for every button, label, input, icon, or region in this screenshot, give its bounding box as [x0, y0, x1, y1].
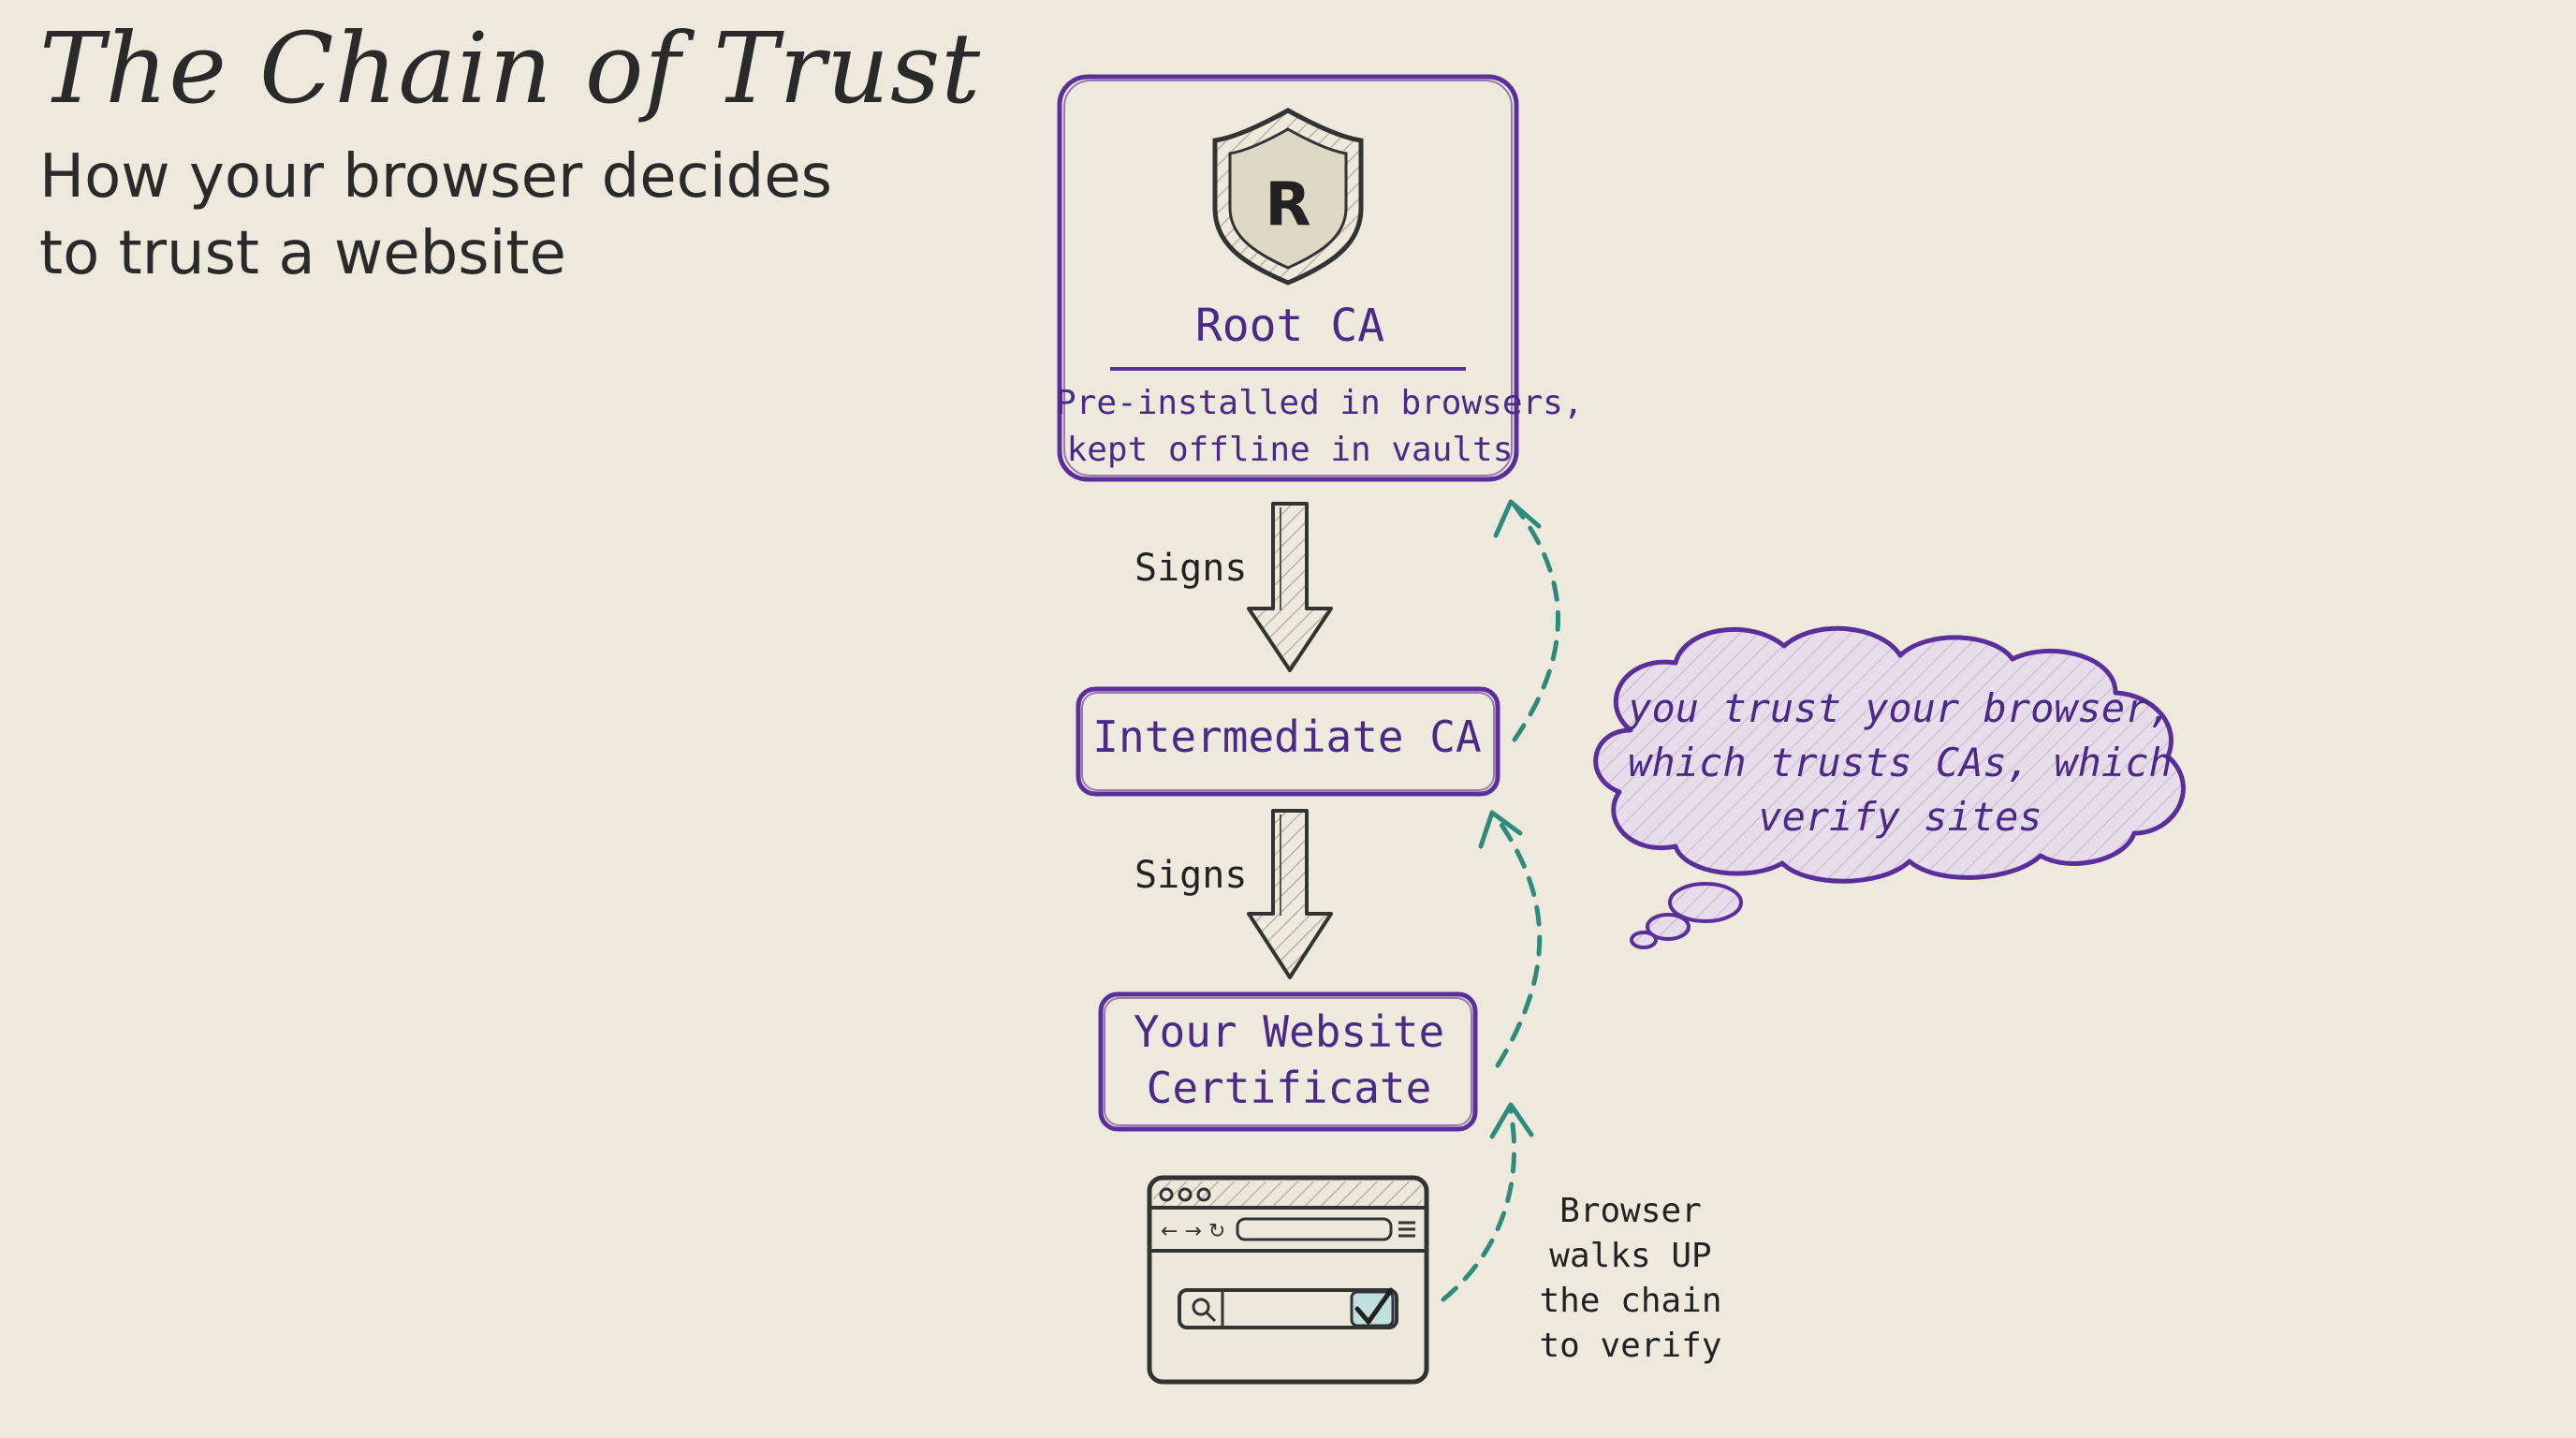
browser-note-line-2: walks UP	[1549, 1237, 1712, 1275]
verify-arrow-intermediate-to-root	[1512, 503, 1560, 742]
website-cert-label: Your Website Certificate	[1097, 1004, 1481, 1116]
root-ca-box	[1057, 74, 1519, 482]
browser-window-icon: ← → ↻	[1147, 1175, 1429, 1385]
page-title: The Chain of Trust	[39, 11, 982, 125]
website-cert-box	[1098, 991, 1478, 1132]
root-ca-desc-line-2: kept offline in vaults	[1066, 431, 1514, 469]
root-ca-title: Root CA	[1194, 300, 1385, 352]
verify-arrow-browser-to-cert	[1441, 1108, 1517, 1302]
signs-arrow-1	[1247, 502, 1333, 672]
root-ca-desc-line-1: Pre-installed in browsers,	[1056, 384, 1584, 422]
browser-note-line-3: the chain	[1539, 1282, 1722, 1320]
signs-arrow-2	[1247, 809, 1333, 979]
verify-arrowhead-1	[1489, 1102, 1534, 1139]
svg-text:← → ↻: ← → ↻	[1161, 1220, 1225, 1243]
shield-letter: R	[1265, 170, 1310, 240]
verify-arrow-cert-to-intermediate	[1493, 814, 1543, 1068]
website-cert-line-2: Certificate	[1146, 1063, 1432, 1113]
thought-cloud	[1593, 625, 2186, 949]
signs-label-2: Signs	[1134, 854, 1248, 897]
page-subtitle: How your browser decides to trust a webs…	[39, 139, 832, 292]
verify-arrowhead-2	[1478, 810, 1523, 849]
thought-bubble-small	[1630, 931, 1658, 949]
signs-label-1: Signs	[1134, 547, 1248, 590]
thought-text: you trust your browser, which trusts CAs…	[1610, 682, 2190, 844]
thought-bubble-medium	[1646, 913, 1690, 941]
thought-line-3: verify sites	[1758, 794, 2042, 840]
verify-arrows	[1441, 503, 1560, 1302]
shield-icon: R	[1212, 108, 1364, 286]
thought-bubble-large	[1668, 882, 1743, 923]
verify-arrowhead-3	[1493, 499, 1542, 538]
browser-note-line-4: to verify	[1539, 1327, 1722, 1365]
website-cert-line-1: Your Website	[1133, 1006, 1445, 1057]
thought-line-2: which trusts CAs, which	[1628, 740, 2173, 785]
subtitle-line-1: How your browser decides	[39, 142, 832, 212]
intermediate-ca-label: Intermediate CA	[1092, 712, 1482, 762]
thought-line-1: you trust your browser,	[1628, 685, 2173, 731]
subtitle-line-2: to trust a website	[39, 219, 566, 288]
intermediate-ca-box	[1076, 686, 1500, 797]
browser-note: Browser walks UP the chain to verify	[1518, 1189, 1743, 1369]
root-ca-description: Pre-installed in browsers, kept offline …	[1056, 380, 1584, 474]
browser-note-line-1: Browser	[1559, 1192, 1702, 1230]
